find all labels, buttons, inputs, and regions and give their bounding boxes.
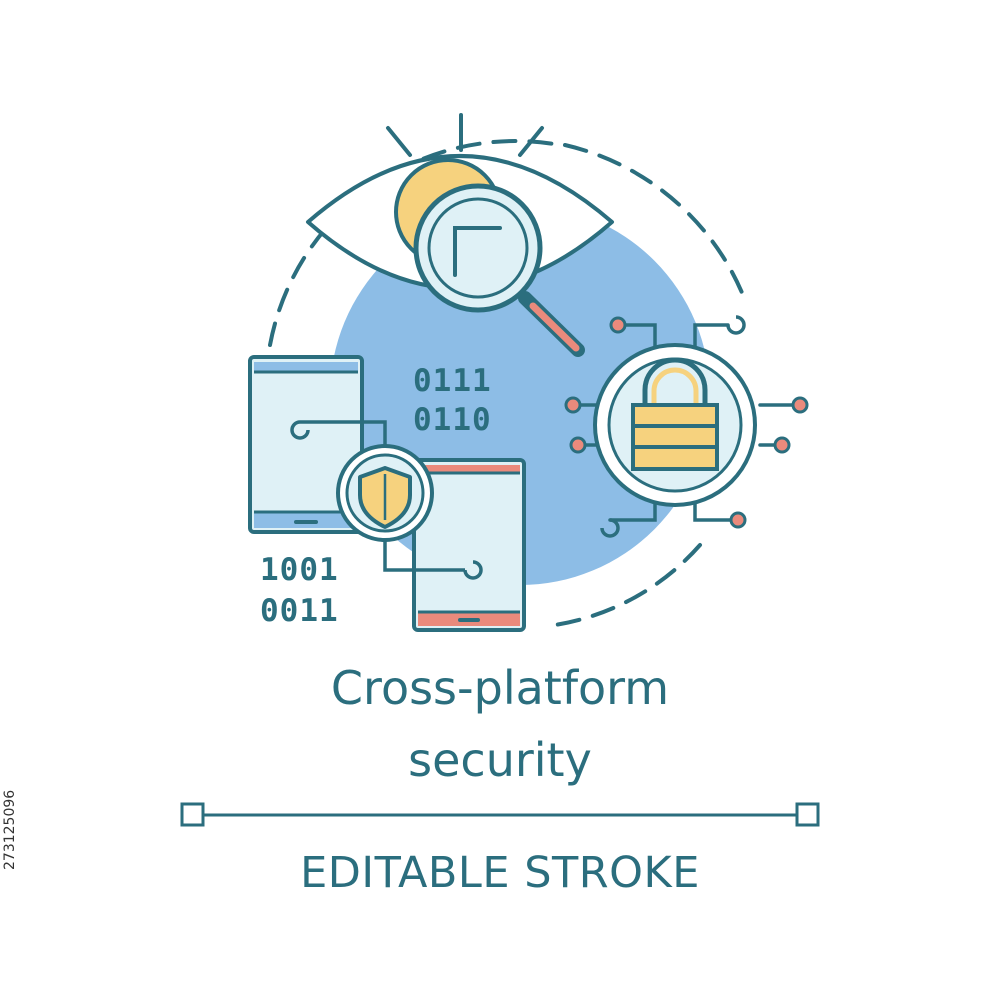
tablet-circuit-hook	[463, 560, 483, 580]
binary-bottom-row-1: 1001	[260, 552, 339, 588]
shield-icon	[358, 466, 412, 529]
stock-id: 273125096	[2, 789, 18, 871]
padlock-icon	[631, 357, 719, 471]
stroke-divider	[180, 802, 820, 827]
divider-handle-left	[180, 802, 205, 827]
tablet-circuit-line	[383, 530, 465, 572]
dashed-orbit-arc-bottom	[553, 543, 702, 627]
binary-bottom-row-2: 0011	[260, 593, 339, 629]
eye-rays	[386, 113, 544, 157]
circuit-nodes	[564, 316, 809, 529]
divider-handle-right	[795, 802, 820, 827]
phone-circuit-hook	[290, 420, 310, 440]
tablet-icon	[412, 458, 526, 632]
binary-top-row-1: 0111	[413, 363, 492, 399]
title-line-1: Cross-platform	[330, 661, 670, 715]
binary-top-row-2: 0110	[413, 402, 492, 438]
smartphone-icon	[248, 355, 364, 534]
dashed-orbit-arc-right	[563, 143, 747, 302]
magnifier-icon	[413, 183, 585, 357]
title-line-2: security	[408, 733, 592, 787]
editable-stroke-label: EDITABLE STROKE	[300, 848, 700, 898]
circuit-open-ends	[600, 315, 746, 538]
